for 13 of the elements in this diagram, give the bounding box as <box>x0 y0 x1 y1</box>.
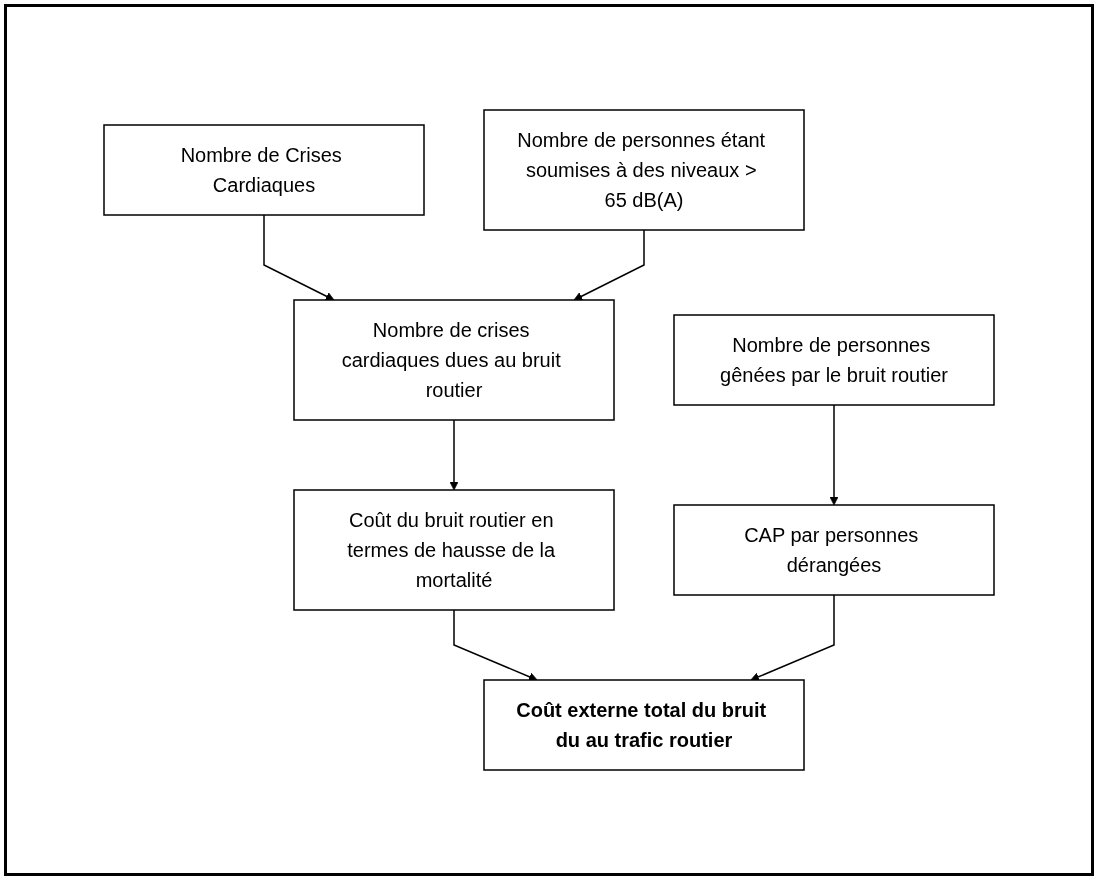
node-box: Nombre de crises cardiaques dues au bruit routier <box>293 299 615 421</box>
arrow <box>829 404 839 506</box>
node-box: Nombre de personnes étant soumises à des niveaux > 65 dB(A) <box>483 109 805 231</box>
arrow <box>453 609 538 681</box>
node-box: Nombre de personnes gênées par le bruit routier <box>673 314 995 406</box>
node-box: Coût du bruit routier en termes de hausse de la mortalité <box>293 489 615 611</box>
node-box: Nombre de Crises Cardiaques <box>103 124 425 216</box>
arrow <box>750 594 835 681</box>
arrow <box>263 214 335 301</box>
arrow <box>449 419 459 491</box>
node-box: Coût externe total du bruit du au trafic routier <box>483 679 805 771</box>
arrow <box>573 229 645 301</box>
node-box: CAP par personnes dérangées <box>673 504 995 596</box>
